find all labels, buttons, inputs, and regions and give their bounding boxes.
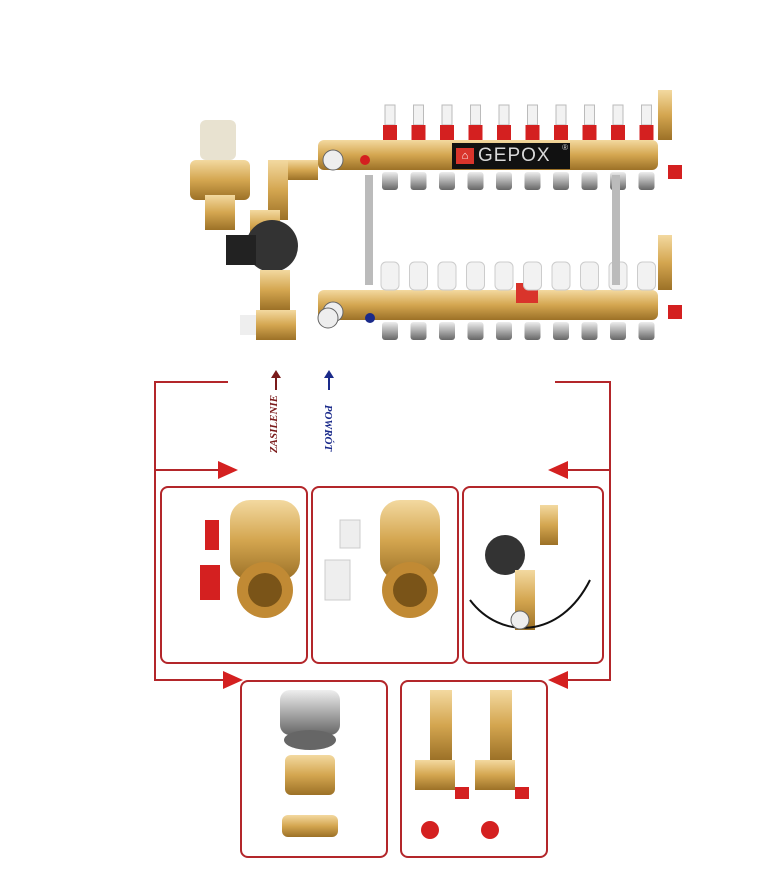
panel-pump-group-detail <box>469 505 591 630</box>
detail-panel-5 <box>400 680 548 858</box>
return-label: POWRÓT <box>322 404 335 452</box>
valve-cap <box>551 261 571 340</box>
panel-drain-valves-detail <box>415 690 529 839</box>
valve-cap <box>437 261 457 340</box>
brand-plate: ⌂ GEPOX ® <box>452 143 570 169</box>
brand-name: GEPOX <box>478 145 551 166</box>
supply-label: ZASILENIE <box>268 394 281 454</box>
flow-meter <box>496 104 512 190</box>
detail-panel-4 <box>240 680 388 858</box>
panel-compression-fitting-detail <box>280 690 340 837</box>
valve-cap <box>637 261 656 340</box>
flow-meter <box>439 104 455 190</box>
circulation-pump <box>226 210 298 310</box>
arrow-icons <box>218 461 568 689</box>
valve-cap <box>523 261 542 340</box>
return-arrow-icon <box>324 370 334 390</box>
valve-cap <box>380 261 400 340</box>
return-manifold <box>318 290 658 320</box>
connector-lines <box>154 381 611 681</box>
detail-panel-3 <box>462 486 604 664</box>
thermostatic-valve <box>190 120 250 230</box>
panel-white-valves-detail <box>324 500 440 618</box>
house-icon: ⌂ <box>456 148 474 164</box>
valve-cap <box>494 261 514 340</box>
valve-cap <box>466 261 485 340</box>
flow-meter <box>638 104 655 190</box>
panel-red-valves-detail <box>200 500 300 618</box>
flow-meter <box>524 104 541 190</box>
detail-panel-1 <box>160 486 308 664</box>
flow-meter <box>581 104 598 190</box>
valve-cap <box>580 261 599 340</box>
registered-mark: ® <box>562 143 568 152</box>
valve-cap <box>409 261 428 340</box>
supply-arrow-icon <box>271 370 281 390</box>
flow-meter <box>382 104 398 190</box>
detail-panel-2 <box>311 486 459 664</box>
flow-meter <box>410 104 427 190</box>
flow-meter <box>467 104 484 190</box>
flow-meter <box>553 104 569 190</box>
